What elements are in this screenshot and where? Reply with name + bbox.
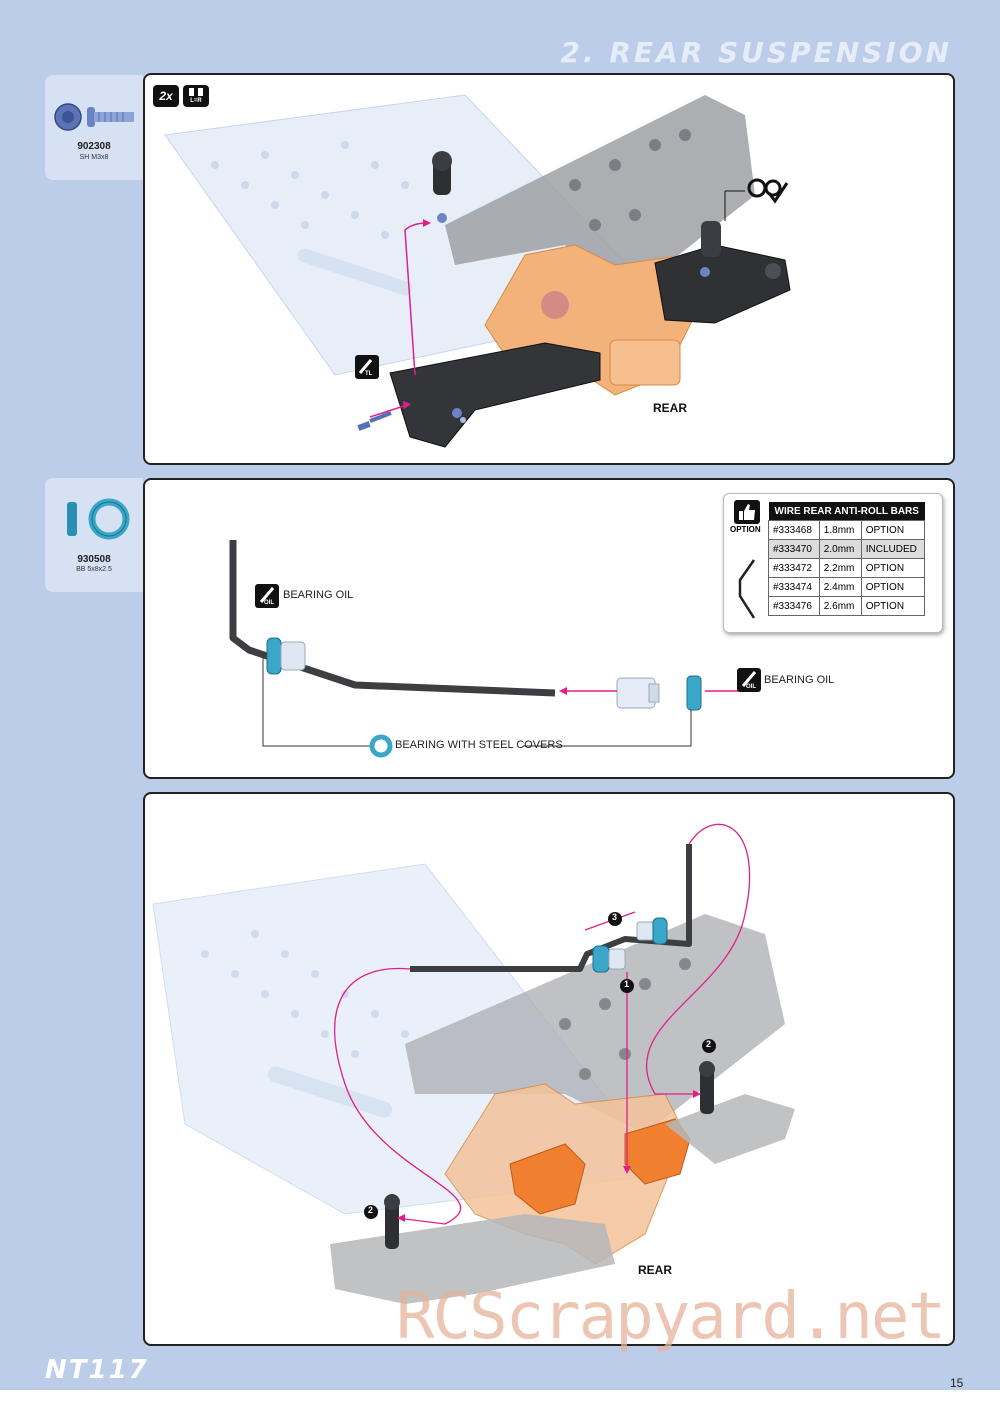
oil-icon-label: OIL (264, 600, 274, 606)
option-part: #333474 (768, 577, 820, 597)
option-part: #333468 (768, 520, 820, 540)
option-size: 2.6mm (818, 596, 862, 616)
bearing-steel-covers-label: BEARING WITH STEEL COVERS (395, 739, 563, 751)
option-size: 2.4mm (818, 577, 862, 597)
option-status: OPTION (860, 577, 926, 597)
bearing-icon (67, 498, 130, 540)
quantity-badge: 2x (153, 85, 179, 107)
option-table-title: WIRE REAR ANTI-ROLL BARS (768, 502, 925, 521)
oil-icon-label: OIL (746, 684, 756, 690)
watermark: RCScrapyard.net (396, 1280, 946, 1354)
rear-label: REAR (653, 401, 688, 415)
part-desc: BB 5x8x2.5 (76, 566, 112, 573)
step-marker-3: 3 (612, 912, 618, 922)
option-tag: OPTION (730, 525, 761, 534)
option-part: #333476 (768, 596, 820, 616)
option-status: OPTION (860, 558, 926, 578)
symmetry-icon (189, 88, 203, 96)
option-size: 2.0mm (818, 539, 862, 559)
page-number: 15 (950, 1376, 964, 1390)
step3-panel: 1 2 2 3 REAR (143, 792, 955, 1346)
step-marker-1: 1 (624, 979, 630, 989)
screw-icon (54, 103, 134, 131)
option-status: OPTION (860, 596, 926, 616)
tl-label: TL (365, 371, 373, 377)
section-title: 2. REAR SUSPENSION (560, 36, 952, 69)
option-part: #333472 (768, 558, 820, 578)
option-size: 1.8mm (818, 520, 862, 540)
option-size: 2.2mm (818, 558, 862, 578)
footer-strip (0, 1390, 1000, 1420)
step-marker-2: 2 (368, 1205, 374, 1215)
symmetry-badge: L=R (183, 85, 209, 107)
antiroll-bar-icon (738, 559, 756, 619)
rear-label: REAR (638, 1263, 673, 1277)
step-marker-2: 2 (706, 1039, 712, 1049)
part-tab-step2: 930508 BB 5x8x2.5 (45, 478, 143, 592)
part-code: 930508 (77, 554, 111, 565)
option-status: INCLUDED (860, 539, 926, 559)
part-desc: SH M3x8 (79, 154, 109, 161)
option-part: #333470 (768, 539, 820, 559)
step3-illustration (152, 823, 795, 1304)
part-code: 902308 (77, 141, 111, 152)
thumbs-up-icon (734, 500, 760, 524)
bearing-oil-label: BEARING OIL (283, 589, 354, 601)
step2-illustration (229, 540, 761, 758)
step1-illustration (164, 94, 791, 448)
option-status: OPTION (860, 520, 926, 540)
bearing-oil-label: BEARING OIL (764, 674, 835, 686)
part-tab-step1: 902308 SH M3x8 (45, 75, 143, 180)
step1-panel: 2x L=R (143, 73, 955, 465)
brand-logo: NT117 (45, 1355, 149, 1385)
